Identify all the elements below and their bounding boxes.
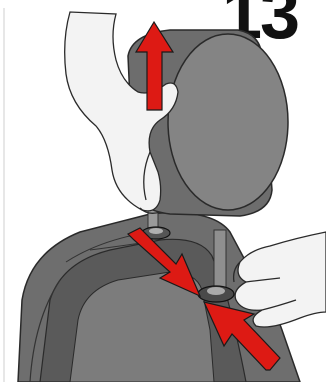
headrest-removal-illustration [0, 0, 326, 382]
